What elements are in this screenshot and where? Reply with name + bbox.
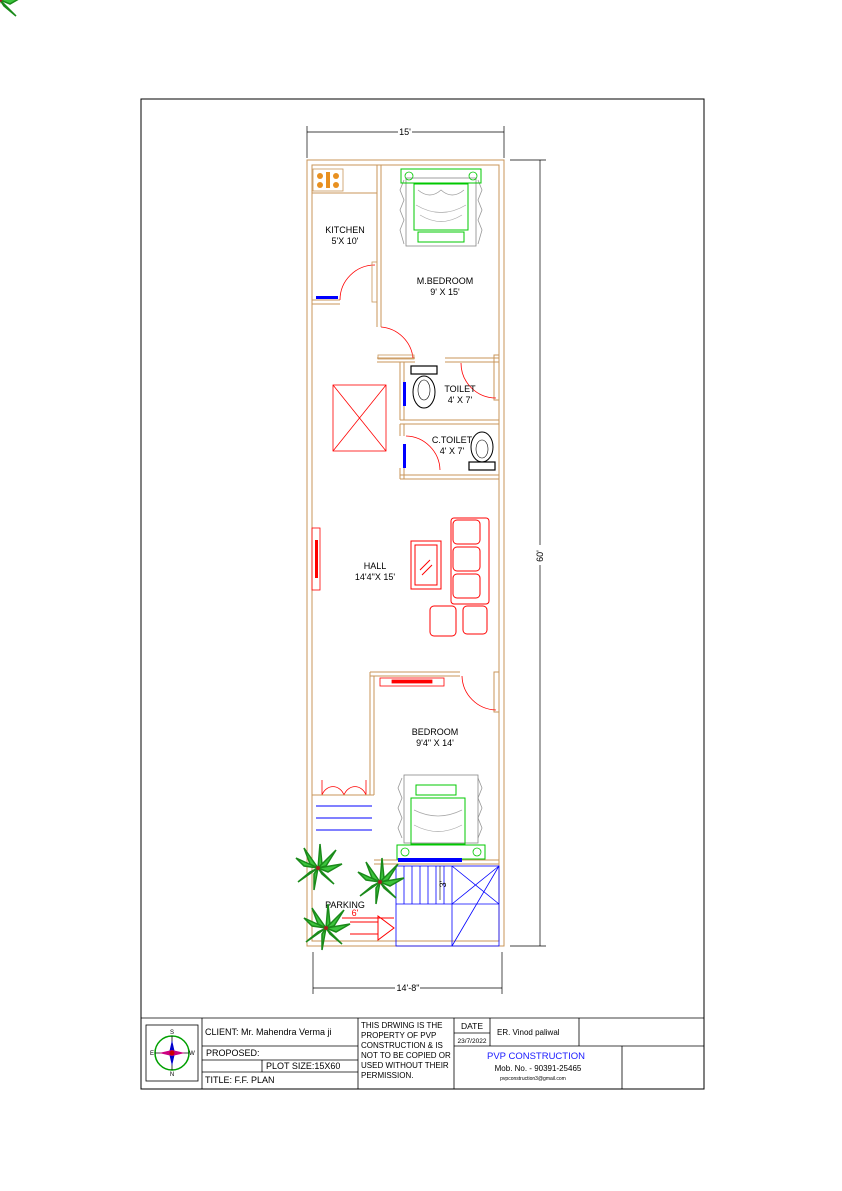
- shaft-cutout: [332, 384, 387, 452]
- plot-size-label: PLOT SIZE:15X60: [266, 1061, 340, 1071]
- compass-s: S: [170, 1030, 174, 1036]
- notice-line: CONSTRUCTION & IS: [361, 1041, 443, 1050]
- kitchen-name: KITCHEN: [325, 225, 365, 235]
- palm-plant-1: [295, 843, 343, 891]
- palm-plant: [0, 0, 19, 17]
- hall-sofa: [429, 517, 490, 637]
- notice-line: NOT TO BE COPIED OR: [361, 1051, 451, 1060]
- date-label: DATE: [461, 1021, 483, 1031]
- compass-icon: [154, 1035, 190, 1071]
- drawing-border: [140, 98, 705, 1090]
- parking-name: PARKING: [325, 900, 365, 910]
- kitchen-stove: [312, 168, 344, 192]
- kitchen-size: 5'X 10': [332, 236, 359, 246]
- notice-line: PERMISSION.: [361, 1071, 413, 1080]
- title-label: TITLE: F.F. PLAN: [205, 1075, 275, 1085]
- bedroom-bed: [396, 774, 486, 862]
- hall-window: [311, 527, 321, 591]
- outer-walls: [306, 159, 505, 947]
- toilet-door-arc: [460, 362, 497, 399]
- compass-e: E: [150, 1051, 154, 1057]
- compass-w: W: [189, 1051, 195, 1057]
- notice-text: THIS DRWING IS THE PROPERTY OF PVP CONST…: [361, 1021, 451, 1080]
- toilet-fixture: [403, 365, 438, 409]
- engineer-label: ER. Vinod paliwal: [497, 1028, 560, 1037]
- bedroom-walls: [369, 671, 500, 865]
- right-dimension-label: 60': [535, 550, 545, 562]
- m-bedroom-size: 9' X 15': [430, 287, 460, 297]
- bottom-dimension: [312, 952, 503, 994]
- parking-arrow: [342, 915, 395, 941]
- m-bedroom-door: [377, 326, 415, 360]
- master-bed: [399, 168, 483, 247]
- compass-n: N: [170, 1072, 174, 1078]
- hall-name: HALL: [364, 561, 387, 571]
- hall-table: [410, 540, 442, 590]
- kitchen-walls: [312, 165, 382, 305]
- hall-size: 14'4"X 15': [355, 572, 395, 582]
- stair-gap-label: 3': [438, 880, 448, 887]
- kitchen-door: [316, 261, 378, 303]
- company-name: PVP CONSTRUCTION: [487, 1051, 585, 1062]
- title-block: [141, 1017, 704, 1089]
- top-dimension-label: 15': [399, 127, 411, 137]
- bedroom-size: 9'4" X 14': [416, 738, 454, 748]
- bedroom-wardrobe: [379, 677, 445, 687]
- toilet-size: 4' X 7': [448, 395, 473, 405]
- palm-plant-2: [357, 857, 405, 905]
- notice-line: THIS DRWING IS THE: [361, 1021, 443, 1030]
- proposed-label: PROPOSED:: [206, 1048, 260, 1058]
- bedroom-door-arc: [461, 675, 497, 711]
- bedroom-name: BEDROOM: [412, 727, 459, 737]
- front-double-door: [312, 780, 374, 796]
- date-value: 23/7/2022: [458, 1038, 487, 1045]
- staircase: [395, 865, 500, 947]
- notice-line: USED WITHOUT THEIR: [361, 1061, 449, 1070]
- c-toilet-fixture: [403, 431, 496, 471]
- notice-line: PROPERTY OF PVP: [361, 1031, 436, 1040]
- entry-steps: [316, 805, 372, 831]
- c-toilet-size: 4' X 7': [440, 446, 465, 456]
- email-address: pvpconstruction3@gmail.com: [500, 1076, 566, 1082]
- mobile-number: Mob. No. - 90391-25465: [495, 1064, 582, 1073]
- right-dimension: [510, 159, 546, 947]
- m-bedroom-walls: [376, 270, 500, 401]
- c-toilet-door-arc: [405, 435, 441, 471]
- bottom-dimension-label: 14'-8": [397, 983, 420, 993]
- toilet-name: TOILET: [444, 384, 476, 394]
- m-bedroom-name: M.BEDROOM: [417, 276, 474, 286]
- c-toilet-name: C.TOILET: [432, 435, 473, 445]
- palm-plant-3: [303, 903, 351, 951]
- client-label: CLIENT: Mr. Mahendra Verma ji: [205, 1027, 332, 1037]
- parking-gap-label: 6': [352, 908, 359, 918]
- top-dimension: [306, 126, 505, 158]
